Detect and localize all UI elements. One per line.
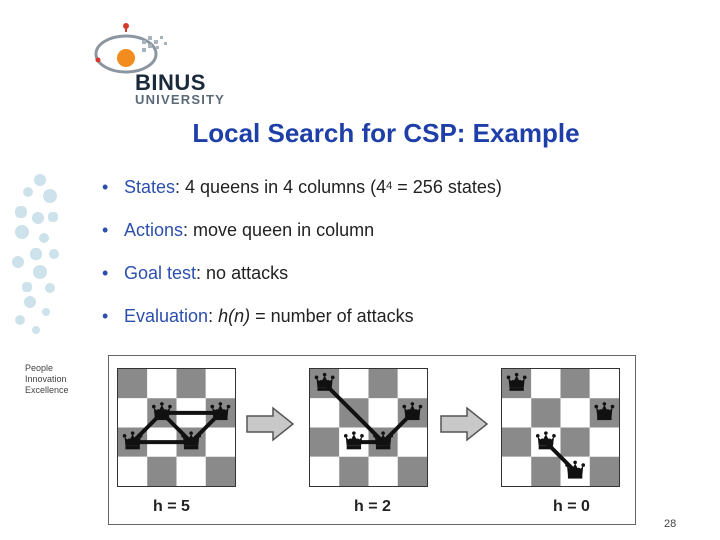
board-svg [502, 369, 619, 486]
board-square [560, 427, 590, 457]
board-square [502, 456, 532, 486]
board-square [368, 456, 398, 486]
board-square [118, 369, 148, 399]
bullet-icon: • [102, 177, 109, 197]
board-square [368, 398, 398, 428]
exponent: 4 [386, 180, 393, 192]
chess-queen-icon [402, 402, 423, 421]
board-square [176, 456, 206, 486]
tagline-line: Excellence [25, 385, 69, 395]
board-square [531, 369, 561, 399]
board-square [205, 369, 235, 399]
chess-board [501, 368, 620, 487]
tagline: People Innovation Excellence [25, 363, 69, 396]
bullet-formula: h(n) [218, 306, 251, 326]
decorative-pattern-icon [12, 174, 59, 334]
chess-queen-icon [535, 431, 556, 450]
board-square [147, 369, 177, 399]
attack-line [323, 382, 385, 444]
bullet-icon: • [102, 306, 109, 326]
chess-queen-icon [594, 402, 615, 421]
bullet-text: = 256 states) [392, 177, 502, 197]
board-square [368, 369, 398, 399]
board-square [397, 456, 427, 486]
chess-queen-icon [151, 402, 172, 421]
right-arrow-icon [440, 406, 489, 442]
chess-board [117, 368, 236, 487]
slide-title: Local Search for CSP: Example [192, 118, 580, 148]
chess-queen-icon [181, 431, 202, 450]
board-square [502, 427, 532, 457]
bullet-text: = number of attacks [250, 306, 414, 326]
binus-logo-icon [94, 23, 167, 74]
board-svg [118, 369, 235, 486]
tagline-line: People [25, 363, 54, 373]
board-square [310, 456, 340, 486]
board-svg [310, 369, 427, 486]
chess-queen-icon [506, 372, 527, 391]
chess-queen-icon [210, 402, 231, 421]
bullet-icon: • [102, 220, 109, 240]
board-square [205, 427, 235, 457]
chess-queen-icon [314, 372, 335, 391]
board-square [502, 398, 532, 428]
heuristic-label: h = 5 [153, 498, 190, 515]
bullet-term: States [124, 177, 176, 197]
board-square [560, 369, 590, 399]
chess-queen-icon [565, 460, 586, 479]
page-number: 28 [664, 518, 677, 530]
board-square [310, 398, 340, 428]
heuristic-label: h = 2 [354, 498, 391, 515]
board-square [147, 456, 177, 486]
board-square [531, 456, 561, 486]
bullet-text: : 4 queens in 4 columns (4 [175, 177, 387, 197]
right-arrow-icon [246, 406, 295, 442]
bullet-text: : no attacks [196, 263, 289, 283]
board-square [397, 427, 427, 457]
bullet-term: Evaluation [124, 306, 209, 326]
queens-figure: h = 5 h = 2 h = 0 [108, 355, 636, 525]
bullet-term: Goal test [124, 263, 197, 283]
board-square [397, 369, 427, 399]
heuristic-label: h = 0 [553, 498, 590, 515]
bullet-term: Actions [124, 220, 184, 240]
board-square [310, 427, 340, 457]
board-square [118, 398, 148, 428]
board-square [531, 398, 561, 428]
board-square [339, 456, 369, 486]
board-square [589, 369, 619, 399]
bullet-text: : move queen in column [183, 220, 375, 240]
chess-board [309, 368, 428, 487]
board-square [589, 427, 619, 457]
board-square [176, 369, 206, 399]
chess-queen-icon [373, 431, 394, 450]
board-square [118, 456, 148, 486]
brand-subtitle: UNIVERSITY [135, 92, 226, 107]
board-square [560, 398, 590, 428]
bullet-text: : [208, 306, 219, 326]
tagline-line: Innovation [25, 374, 67, 384]
chess-queen-icon [122, 431, 143, 450]
brand-name: BINUS [135, 70, 206, 95]
bullet-icon: • [102, 263, 109, 283]
board-square [339, 369, 369, 399]
board-square [205, 456, 235, 486]
chess-queen-icon [343, 431, 364, 450]
board-square [589, 456, 619, 486]
